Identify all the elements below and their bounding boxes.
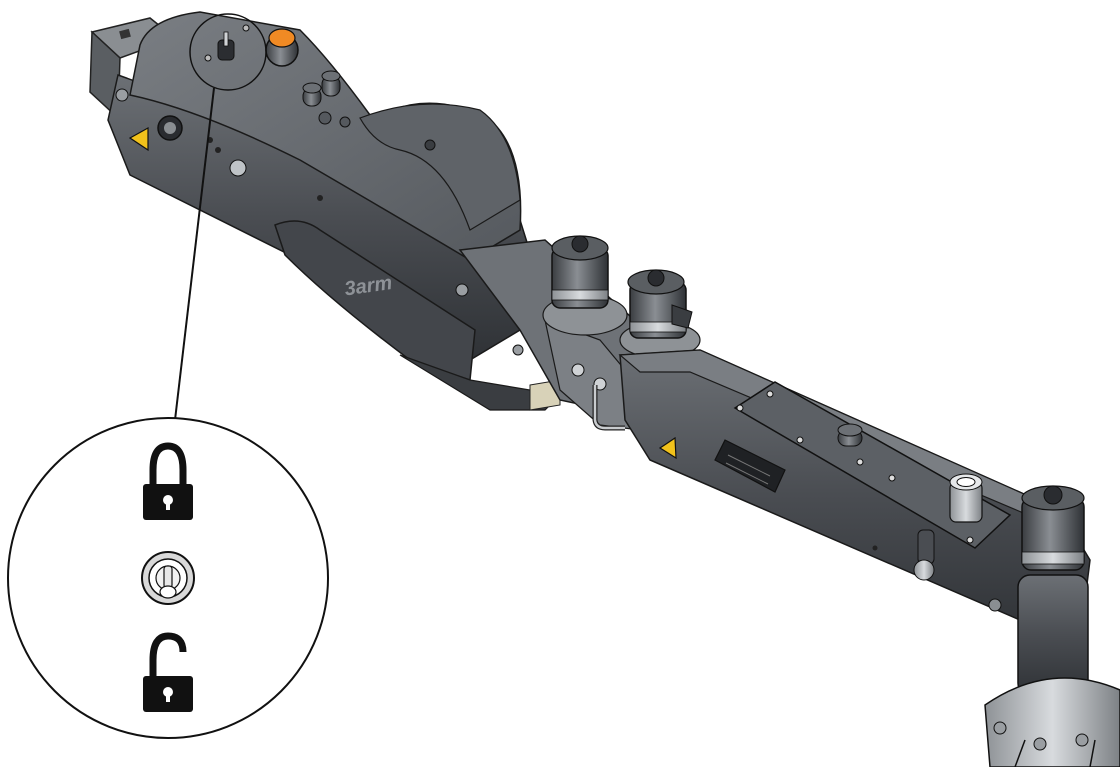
control-knob-1[interactable] [302, 82, 322, 107]
lock-detail-callout [7, 417, 329, 739]
logo-panel [274, 220, 476, 382]
plate-button[interactable] [837, 423, 863, 447]
lower-arm [618, 349, 1091, 642]
side-latch[interactable] [913, 529, 935, 581]
callout-leader-line [174, 87, 215, 421]
top-controls [189, 13, 351, 128]
joint-knob-2[interactable] [619, 269, 701, 359]
emergency-stop-button[interactable] [265, 28, 299, 67]
top-plate [733, 381, 1012, 549]
main-housing: 3arm [89, 11, 562, 411]
joint-knob-1[interactable] [542, 235, 628, 336]
padlock-open-icon [143, 632, 193, 712]
lock-toggle-switch[interactable] [217, 31, 235, 61]
end-knob[interactable] [1021, 485, 1085, 571]
end-joint [984, 485, 1120, 767]
product-label [714, 439, 786, 493]
callout-detail-circle [189, 13, 267, 91]
housing-top-cover [129, 11, 522, 261]
toggle-switch-icon [141, 551, 195, 605]
arm-port [949, 473, 983, 523]
control-knob-2[interactable] [321, 70, 341, 97]
warning-triangle-icon [128, 126, 149, 152]
base-mount [984, 677, 1120, 767]
padlock-closed-icon [143, 442, 193, 520]
warning-triangle-icon [658, 436, 677, 460]
